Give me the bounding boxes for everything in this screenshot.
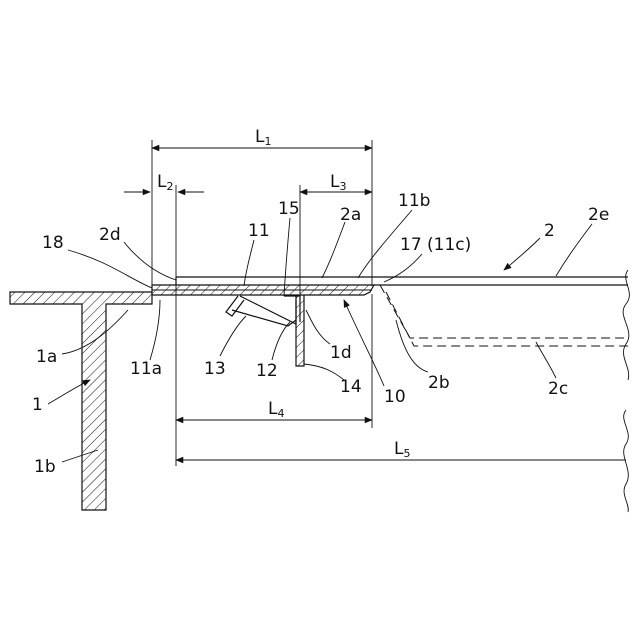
break-lines [623, 270, 629, 512]
label-14: 14 [340, 377, 362, 397]
label-13: 13 [204, 359, 226, 379]
label-2a: 2a [340, 205, 361, 225]
label-17-11c: 17 (11c) [400, 235, 471, 255]
label-2: 2 [544, 221, 555, 241]
label-2d: 2d [99, 225, 121, 245]
clip-12 [226, 296, 300, 326]
leader-lines [48, 210, 592, 462]
label-2e: 2e [588, 205, 609, 225]
seal-member-11 [152, 285, 374, 295]
label-1d: 1d [330, 343, 352, 363]
dim-L5-label: L5 [394, 439, 410, 460]
label-2b: 2b [428, 373, 450, 393]
label-15: 15 [278, 199, 300, 219]
dimension-L3: L3 [300, 172, 372, 294]
label-1b: 1b [34, 457, 56, 477]
reference-labels: 18 2d 11 15 2a 11b 17 (11c) 2 2e 1a 11a … [32, 191, 609, 477]
label-1: 1 [32, 395, 43, 415]
dim-L3-label: L3 [330, 172, 346, 193]
body-member-1 [10, 292, 304, 510]
dimension-L1: L1 [152, 127, 372, 286]
label-1a: 1a [36, 347, 57, 367]
dim-L1-label: L1 [255, 127, 271, 148]
dim-L4-label: L4 [268, 399, 284, 420]
label-10: 10 [384, 387, 406, 407]
label-18: 18 [42, 233, 64, 253]
dim-L2-label: L2 [157, 172, 173, 193]
label-11a: 11a [130, 359, 162, 379]
label-12: 12 [256, 361, 278, 381]
label-11: 11 [248, 221, 270, 241]
dimension-L5: L5 [176, 420, 626, 466]
label-2c: 2c [548, 379, 568, 399]
label-11b: 11b [398, 191, 430, 211]
